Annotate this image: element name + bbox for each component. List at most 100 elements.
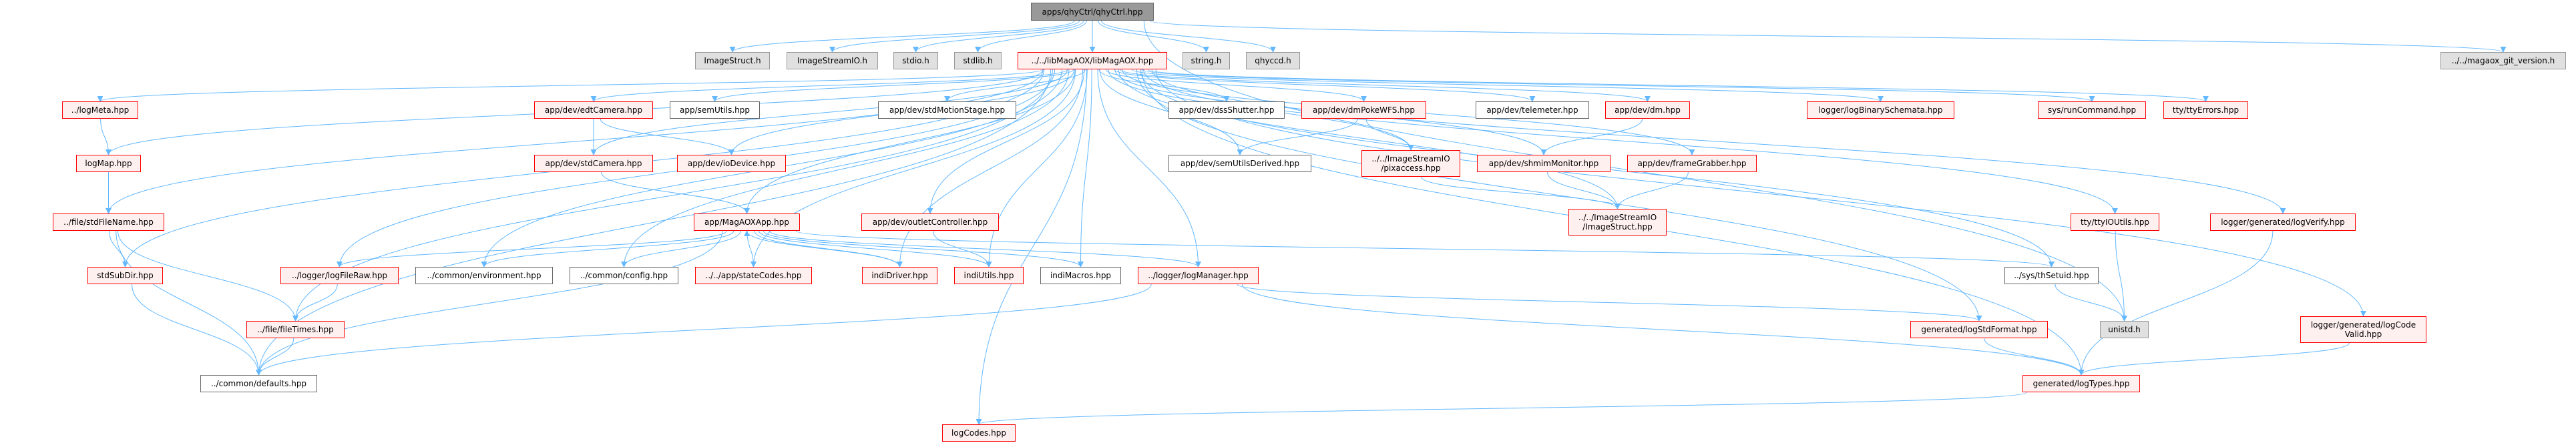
edge-ttyioutils-to-unistd_h xyxy=(2115,230,2127,322)
edge-magaoxapp-to-indimacros xyxy=(763,230,1084,268)
graph-node-string-h[interactable]: string.h xyxy=(1183,52,1230,69)
graph-node-thsetuid[interactable]: ../sys/thSetuid.hpp xyxy=(2004,267,2099,284)
edge-root-to-git_version xyxy=(1149,20,2506,53)
graph-node-logmanager[interactable]: ../logger/logManager.hpp xyxy=(1138,267,1259,284)
edge-root-to-imagestreamio_h xyxy=(829,20,1080,53)
edge-logmanager-to-logtypes xyxy=(1242,284,2085,376)
graph-node-stdcamera[interactable]: app/dev/stdCamera.hpp xyxy=(534,155,653,172)
graph-node-iodevice[interactable]: app/dev/ioDevice.hpp xyxy=(677,155,786,172)
edge-root-to-stdio_h xyxy=(913,20,1084,53)
edge-pixaccess-to-imagestruct_hpp xyxy=(1420,176,1621,209)
edge-stdcamera-to-magaoxapp xyxy=(600,171,750,214)
graph-node-stdsubdir[interactable]: stdSubDir.hpp xyxy=(87,267,163,284)
graph-node-logbinaryschemata[interactable]: logger/logBinarySchemata.hpp xyxy=(1807,101,1954,119)
graph-node-indimacros[interactable]: indiMacros.hpp xyxy=(1040,267,1121,284)
graph-node-telemeter[interactable]: app/dev/telemeter.hpp xyxy=(1476,101,1589,119)
graph-node-semutils[interactable]: app/semUtils.hpp xyxy=(670,101,760,119)
graph-node-qhyccd-h[interactable]: qhyccd.h xyxy=(1246,52,1300,69)
graph-node-outletcontroller[interactable]: app/dev/outletController.hpp xyxy=(861,213,999,231)
graph-node-logmeta[interactable]: ../logMeta.hpp xyxy=(62,101,138,119)
edge-root-to-stdlib_h xyxy=(975,20,1087,53)
edge-logtypes-to-logcodes xyxy=(976,392,2027,425)
graph-node-git-version[interactable]: ../../magaox_git_version.h xyxy=(2440,52,2566,69)
edge-libmagaox-to-dm xyxy=(1120,69,1651,102)
edge-libmagaox-to-statecodes xyxy=(750,69,1076,268)
graph-node-logtypes[interactable]: generated/logTypes.hpp xyxy=(2022,375,2140,392)
edge-logfileraw-to-filetimes xyxy=(292,284,338,322)
edge-logverify-to-logtypes xyxy=(2078,230,2274,376)
graph-node-config[interactable]: ../common/config.hpp xyxy=(570,267,678,284)
edge-libmagaox-to-magaoxapp xyxy=(744,69,1076,214)
edge-magaoxapp-to-thsetuid xyxy=(795,230,2055,268)
edge-logstdformat-to-logtypes xyxy=(1984,338,2085,376)
graph-node-pixaccess[interactable]: ../../ImageStreamIO /pixaccess.hpp xyxy=(1361,150,1460,177)
edge-libmagaox-to-outletcontroller xyxy=(927,69,1085,214)
edge-magaoxapp-to-defaults xyxy=(256,230,723,376)
graph-node-ttyerrors[interactable]: tty/ttyErrors.hpp xyxy=(2163,101,2248,119)
graph-node-filetimes[interactable]: ../file/fileTimes.hpp xyxy=(246,321,345,338)
edge-indidriver-to-magaoxapp xyxy=(744,230,900,268)
edge-magaoxapp-to-logfileraw xyxy=(337,230,727,268)
edge-libmagaox-to-runcommand xyxy=(1142,69,2095,102)
edge-logmeta-to-logmap xyxy=(100,118,112,155)
graph-node-logcodes[interactable]: logCodes.hpp xyxy=(942,424,1016,442)
edge-edtcamera-to-iodevice xyxy=(600,118,734,155)
edge-libmagaox-to-indimacros xyxy=(1078,69,1092,268)
edge-libmagaox-to-defaults xyxy=(256,69,1052,376)
graph-node-logfileraw[interactable]: ../logger/logFileRaw.hpp xyxy=(280,267,399,284)
edge-libmagaox-to-stdfilename xyxy=(105,69,1044,214)
edge-framegrabber-to-imagestruct_hpp xyxy=(1615,171,1689,209)
graph-node-semutilsderived[interactable]: app/dev/semUtilsDerived.hpp xyxy=(1168,155,1311,172)
graph-node-dm[interactable]: app/dev/dm.hpp xyxy=(1605,101,1690,119)
graph-node-imagestruct-h[interactable]: ImageStruct.h xyxy=(695,52,770,69)
edge-stdfilename-to-defaults xyxy=(116,230,262,376)
graph-node-libmagaox[interactable]: ../../libMagAOX/libMagAOX.hpp xyxy=(1018,52,1167,69)
edge-libmagaox-to-ttyioutils xyxy=(1143,69,2118,214)
edge-logcodevalid-to-logtypes xyxy=(2078,342,2350,376)
graph-node-imagestreamio-h[interactable]: ImageStreamIO.h xyxy=(787,52,878,69)
graph-node-framegrabber[interactable]: app/dev/frameGrabber.hpp xyxy=(1627,155,1757,172)
graph-node-indiutils[interactable]: indiUtils.hpp xyxy=(954,267,1024,284)
graph-node-ttyioutils[interactable]: tty/ttyIOUtils.hpp xyxy=(2071,213,2159,231)
graph-node-logcodevalid[interactable]: logger/generated/logCode Valid.hpp xyxy=(2300,316,2426,343)
graph-node-defaults[interactable]: ../common/defaults.hpp xyxy=(200,375,317,392)
graph-node-environment[interactable]: ../common/environment.hpp xyxy=(415,267,553,284)
edge-root-to-qhyccd_h xyxy=(1101,20,1276,53)
graph-node-dssshutter[interactable]: app/dev/dssShutter.hpp xyxy=(1168,101,1285,119)
graph-node-shmimmonitor[interactable]: app/dev/shmimMonitor.hpp xyxy=(1477,155,1611,172)
graph-node-dmpokewfs[interactable]: app/dev/dmPokeWFS.hpp xyxy=(1301,101,1426,119)
edge-magaoxapp-to-indiutils xyxy=(759,230,992,268)
edge-outletcontroller-to-indiutils xyxy=(932,230,992,268)
graph-node-imagestruct-hpp[interactable]: ../../ImageStreamIO /ImageStruct.hpp xyxy=(1568,209,1667,236)
edge-root-to-string_h xyxy=(1098,20,1209,53)
graph-node-logverify[interactable]: logger/generated/logVerify.hpp xyxy=(2210,213,2356,231)
graph-node-stdio-h[interactable]: stdio.h xyxy=(893,52,938,69)
edge-libmagaox-to-edtcamera xyxy=(590,69,1068,102)
edge-libmagaox-to-semutils xyxy=(712,69,1074,102)
graph-node-unistd-h[interactable]: unistd.h xyxy=(2100,321,2149,338)
edge-libmagaox-to-config xyxy=(621,69,1070,268)
graph-node-stdmotionstage[interactable]: app/dev/stdMotionStage.hpp xyxy=(878,101,1016,119)
graph-node-statecodes[interactable]: ../../app/stateCodes.hpp xyxy=(695,267,812,284)
graph-node-stdlib-h[interactable]: stdlib.h xyxy=(954,52,1002,69)
graph-node-edtcamera[interactable]: app/dev/edtCamera.hpp xyxy=(534,101,653,119)
graph-node-runcommand[interactable]: sys/runCommand.hpp xyxy=(2038,101,2146,119)
edge-stdsubdir-to-defaults xyxy=(132,284,262,376)
edge-libmagaox-to-logcodes xyxy=(976,69,1087,425)
edge-magaoxapp-to-config xyxy=(621,230,741,268)
graph-node-logstdformat[interactable]: generated/logStdFormat.hpp xyxy=(1910,321,2048,338)
edge-stdfilename-to-filetimes xyxy=(118,230,298,322)
edge-libmagaox-to-logmanager xyxy=(1097,69,1201,268)
graph-node-stdfilename[interactable]: ../file/stdFileName.hpp xyxy=(53,213,164,231)
edge-dmpokewfs-to-semutilsderived xyxy=(1237,118,1358,155)
edge-libmagaox-to-indidriver xyxy=(897,69,1084,268)
edge-magaoxapp-to-logmanager xyxy=(769,230,1201,268)
edge-stdfilename-to-stdsubdir xyxy=(109,230,128,268)
edge-libmagaox-to-stdcamera xyxy=(590,69,1068,155)
graph-node-root[interactable]: apps/qhyCtrl/qhyCtrl.hpp xyxy=(1031,3,1154,21)
edge-libmagaox-to-dmpokewfs xyxy=(1105,69,1367,102)
graph-node-indidriver[interactable]: indiDriver.hpp xyxy=(862,267,937,284)
graph-node-magaoxapp[interactable]: app/MagAOXApp.hpp xyxy=(694,213,800,231)
graph-node-logmap[interactable]: logMap.hpp xyxy=(76,155,141,172)
